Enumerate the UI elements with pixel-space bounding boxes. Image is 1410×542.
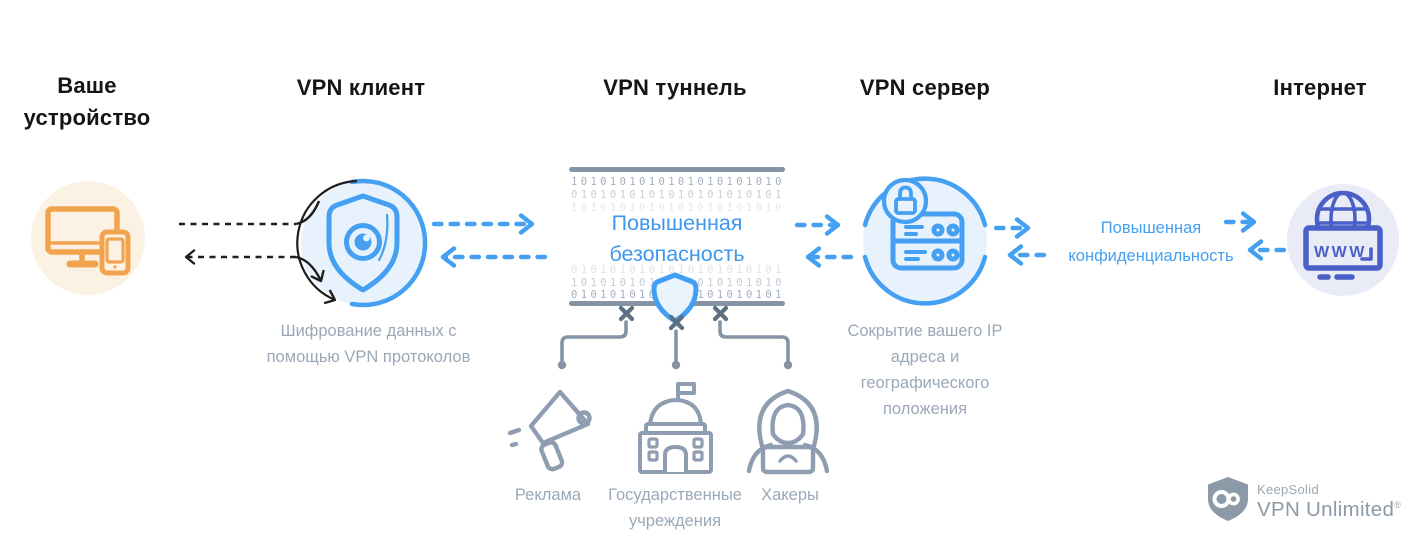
tunnel-binary-row: 0101010101010101010101 bbox=[571, 264, 783, 276]
threat-label-government: Государственные учреждения bbox=[608, 486, 742, 530]
header-internet: Інтернет bbox=[1273, 75, 1367, 100]
threat-label-ads: Реклама bbox=[514, 486, 582, 504]
server-privacy-arrows bbox=[993, 217, 1047, 266]
header-your-device: Ваше устройство bbox=[23, 73, 151, 130]
tunnel-binary-row: 1010101010101010101010 bbox=[571, 176, 783, 188]
hacker-icon bbox=[746, 388, 830, 475]
device-node-circle bbox=[31, 181, 145, 295]
header-vpn-server: VPN сервер bbox=[859, 75, 991, 100]
vpn-tunnel-block: 1010101010101010101010 01010101010101010… bbox=[569, 167, 785, 307]
tunnel-top-bar bbox=[569, 167, 785, 172]
header-vpn-tunnel: VPN туннель bbox=[603, 75, 747, 100]
device-client-arrows bbox=[179, 200, 325, 283]
logo-brand: KeepSolid bbox=[1257, 482, 1319, 497]
header-vpn-client: VPN клиент bbox=[296, 75, 426, 100]
keepsolid-shield-infinity-icon bbox=[1208, 477, 1248, 521]
tunnel-binary-row: 0101010101010101010101 bbox=[571, 289, 783, 301]
tunnel-binary-row: 0101010101010101010101 bbox=[571, 189, 783, 201]
threat-label-hackers: Хакеры bbox=[761, 486, 819, 504]
threat-connectors bbox=[557, 320, 793, 370]
privacy-caption: Повышенная конфиденциальность bbox=[1068, 219, 1234, 265]
government-building-icon bbox=[638, 382, 713, 474]
client-caption: Шифрование данных с помощью VPN протокол… bbox=[266, 322, 471, 366]
internet-node-circle bbox=[1287, 184, 1399, 296]
client-tunnel-arrows bbox=[431, 213, 548, 268]
tunnel-security-label: Повышенная безопасность bbox=[609, 211, 745, 266]
tunnel-binary-row: 1010101010101010101010 bbox=[571, 277, 783, 289]
megaphone-icon bbox=[507, 389, 592, 472]
blocked-x-marks bbox=[618, 305, 729, 331]
logo-text-block: KeepSolid VPN Unlimited® bbox=[1257, 483, 1401, 521]
logo-product: VPN Unlimited® bbox=[1257, 498, 1402, 521]
registered-mark: ® bbox=[1394, 500, 1402, 511]
vpn-server-node-circle bbox=[863, 179, 987, 303]
tunnel-binary-row: 1010101010101010101010 bbox=[571, 202, 783, 214]
tunnel-server-arrows bbox=[794, 214, 854, 268]
tunnel-bottom-bar bbox=[569, 301, 785, 306]
vpn-client-node-circle bbox=[301, 181, 425, 305]
server-caption: Сокрытие вашего IP адреса и географическ… bbox=[847, 322, 1003, 418]
